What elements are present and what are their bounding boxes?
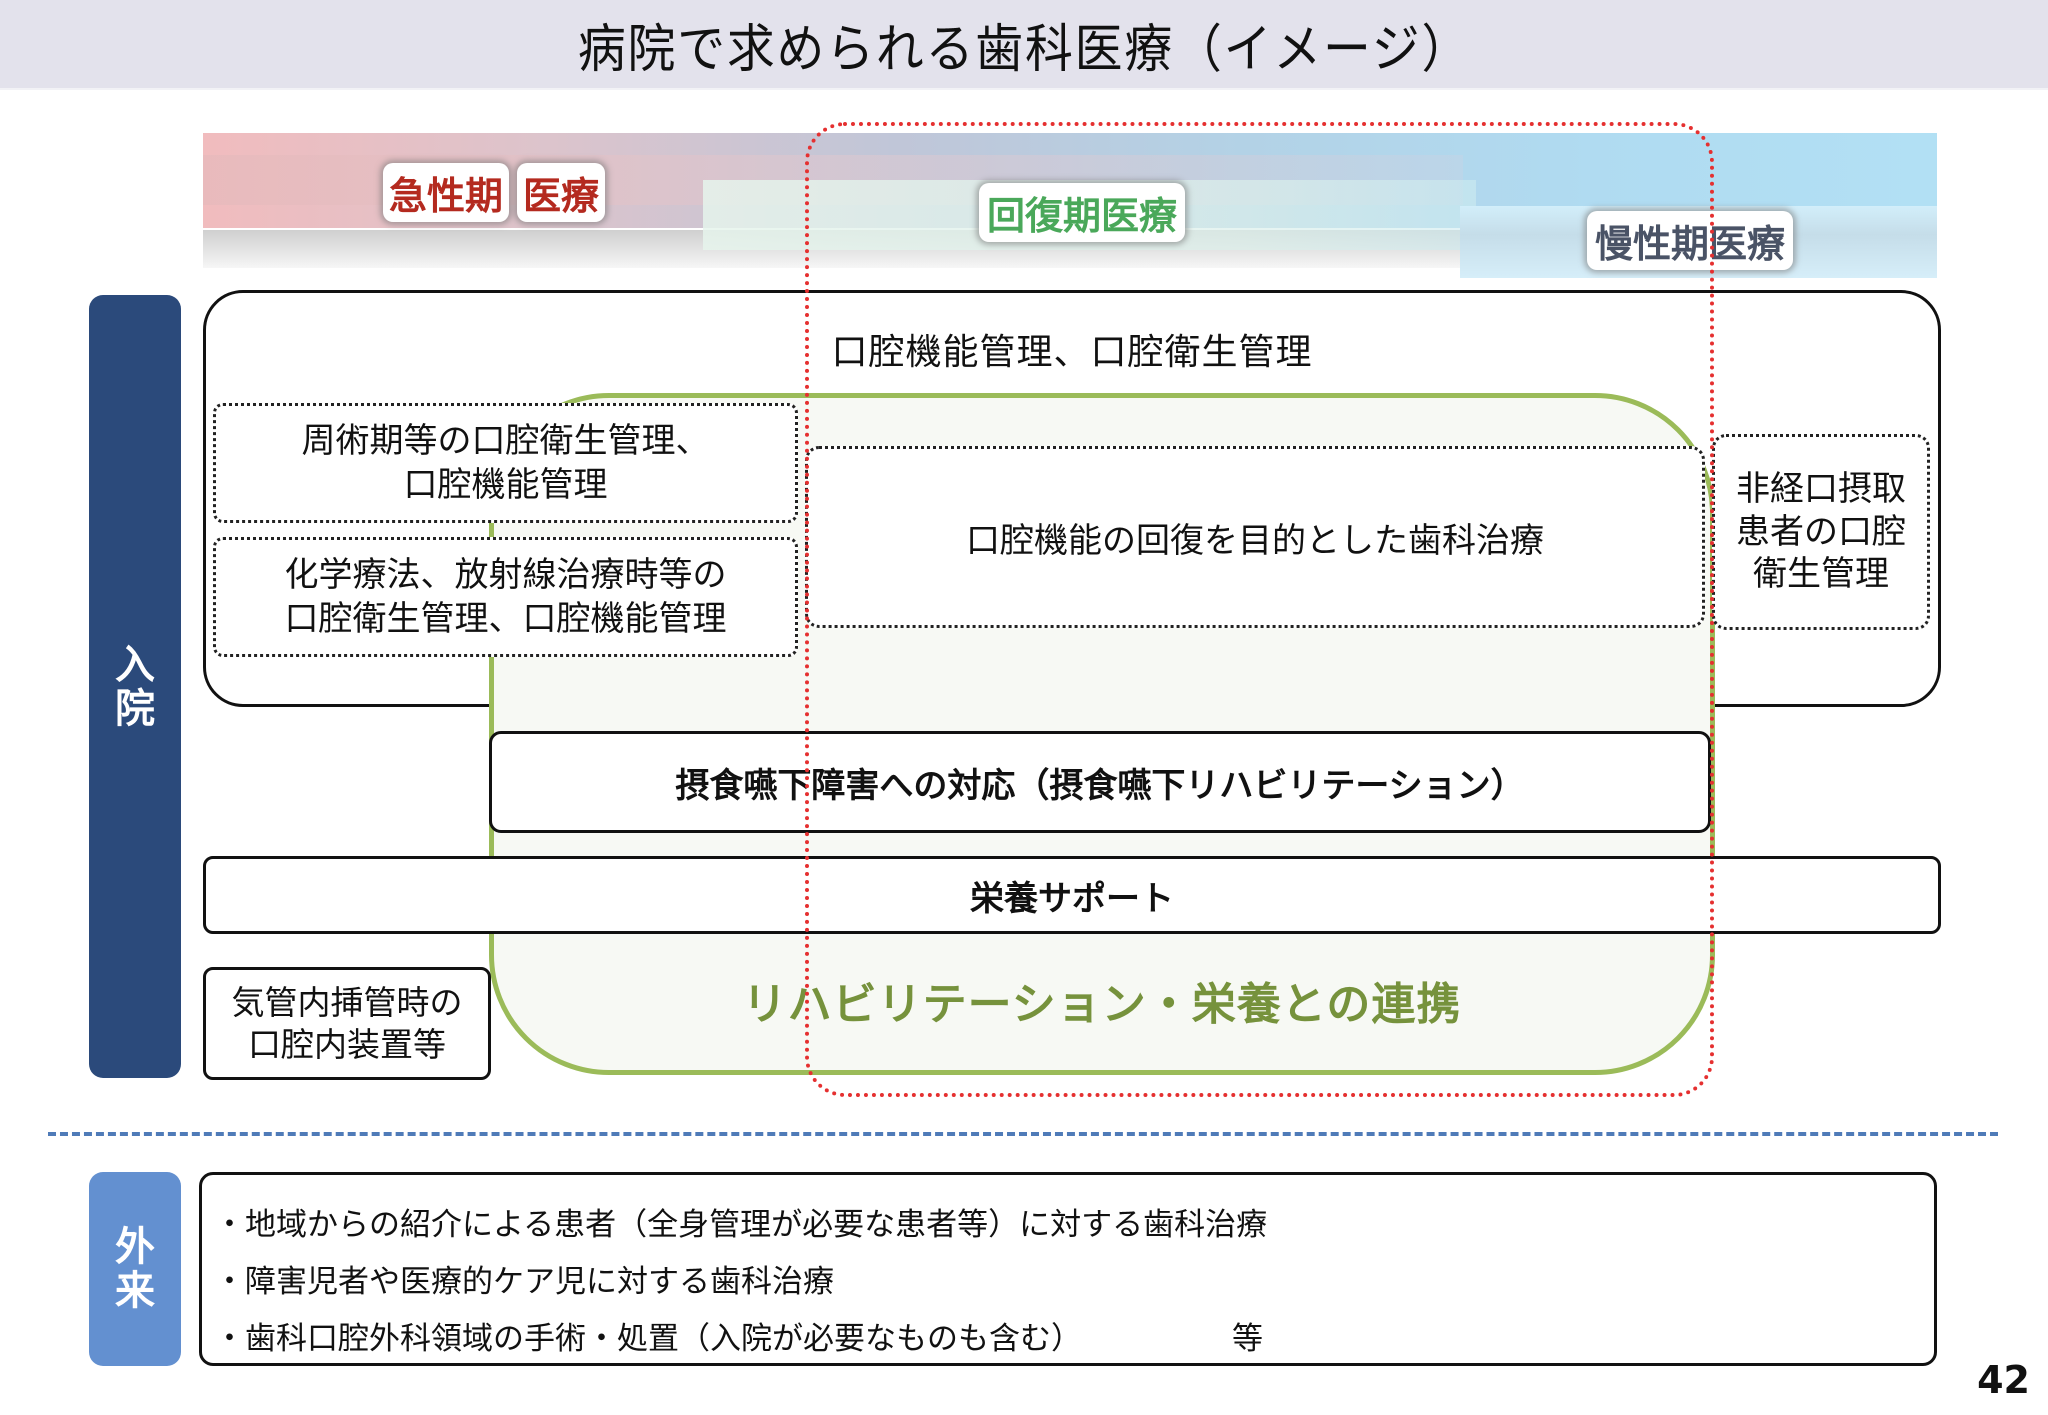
recovery-dental-treatment-text: 口腔機能の回復を目的とした歯科治療 [966,520,1544,561]
page-title: 病院で求められる歯科医療（イメージ） [577,19,1471,80]
outpatient-item-text: ・障害児者や医療的ケア児に対する歯科治療 [214,1264,834,1300]
inpatient-label-char1: 入 [115,641,155,688]
non-oral-line1: 非経口摂取 [1736,469,1906,510]
recovery-phase-label: 回復期医療 [979,183,1186,242]
nutrition-support-box: 栄養サポート [203,856,1941,934]
outpatient-item: ・障害児者や医療的ケア児に対する歯科治療 [214,1254,1922,1311]
acute-phase-label-part2: 医療 [517,163,606,222]
acute-phase-label-part1: 急性期 [383,163,510,222]
perioperative-line1: 周術期等の口腔衛生管理、 [301,420,710,461]
outpatient-etc: 等 [1232,1321,1263,1357]
recovery-dental-treatment-box: 口腔機能の回復を目的とした歯科治療 [805,446,1705,628]
rehab-collaboration-label: リハビリテーション・栄養との連携 [742,979,1462,1030]
nutrition-support-text: 栄養サポート [970,878,1174,919]
outpatient-item-text: ・地域からの紹介による患者（全身管理が必要な患者等）に対する歯科治療 [214,1207,1268,1243]
outpatient-label-char1: 外 [115,1224,155,1270]
intubation-line2: 口腔内装置等 [248,1024,446,1064]
outpatient-item-text: ・歯科口腔外科領域の手術・処置（入院が必要なものも含む） [214,1321,1082,1357]
inpatient-outpatient-divider [48,1132,1998,1136]
outpatient-item: ・地域からの紹介による患者（全身管理が必要な患者等）に対する歯科治療 [214,1197,1922,1254]
dysphagia-text: 摂食嚥下障害への対応（摂食嚥下リハビリテーション） [675,765,1525,806]
outpatient-services-box: ・地域からの紹介による患者（全身管理が必要な患者等）に対する歯科治療 ・障害児者… [199,1172,1937,1366]
outpatient-label-char2: 来 [115,1268,155,1314]
non-oral-intake-box: 非経口摂取 患者の口腔 衛生管理 [1712,434,1930,630]
dysphagia-box: 摂食嚥下障害への対応（摂食嚥下リハビリテーション） [489,731,1711,833]
phase-band: 急性期 医療 回復期医療 慢性期医療 [203,133,1937,278]
chronic-phase-label: 慢性期医療 [1587,211,1794,270]
intubation-line1: 気管内挿管時の [231,983,463,1023]
perioperative-oral-care-box: 周術期等の口腔衛生管理、 口腔機能管理 [213,403,798,523]
non-oral-line3: 衛生管理 [1753,554,1889,595]
outpatient-tab: 外 来 [89,1172,181,1366]
inpatient-label-char2: 院 [115,685,155,732]
chemo-line1: 化学療法、放射線治療時等の [284,554,727,595]
perioperative-line2: 口腔機能管理 [403,465,608,505]
acute-phase-label: 急性期 医療 [383,163,606,222]
non-oral-line2: 患者の口腔 [1736,511,1906,552]
outpatient-item: ・歯科口腔外科領域の手術・処置（入院が必要なものも含む） 等 [214,1311,1922,1368]
intubation-device-box: 気管内挿管時の 口腔内装置等 [203,967,491,1080]
chemo-radiation-oral-care-box: 化学療法、放射線治療時等の 口腔衛生管理、口腔機能管理 [213,537,798,657]
oral-management-title: 口腔機能管理、口腔衛生管理 [831,332,1313,373]
page-number: 42 [1977,1358,2030,1402]
inpatient-tab: 入 院 [89,295,181,1078]
title-bar: 病院で求められる歯科医療（イメージ） [0,0,2048,90]
chemo-line2: 口腔衛生管理、口腔機能管理 [284,599,727,639]
